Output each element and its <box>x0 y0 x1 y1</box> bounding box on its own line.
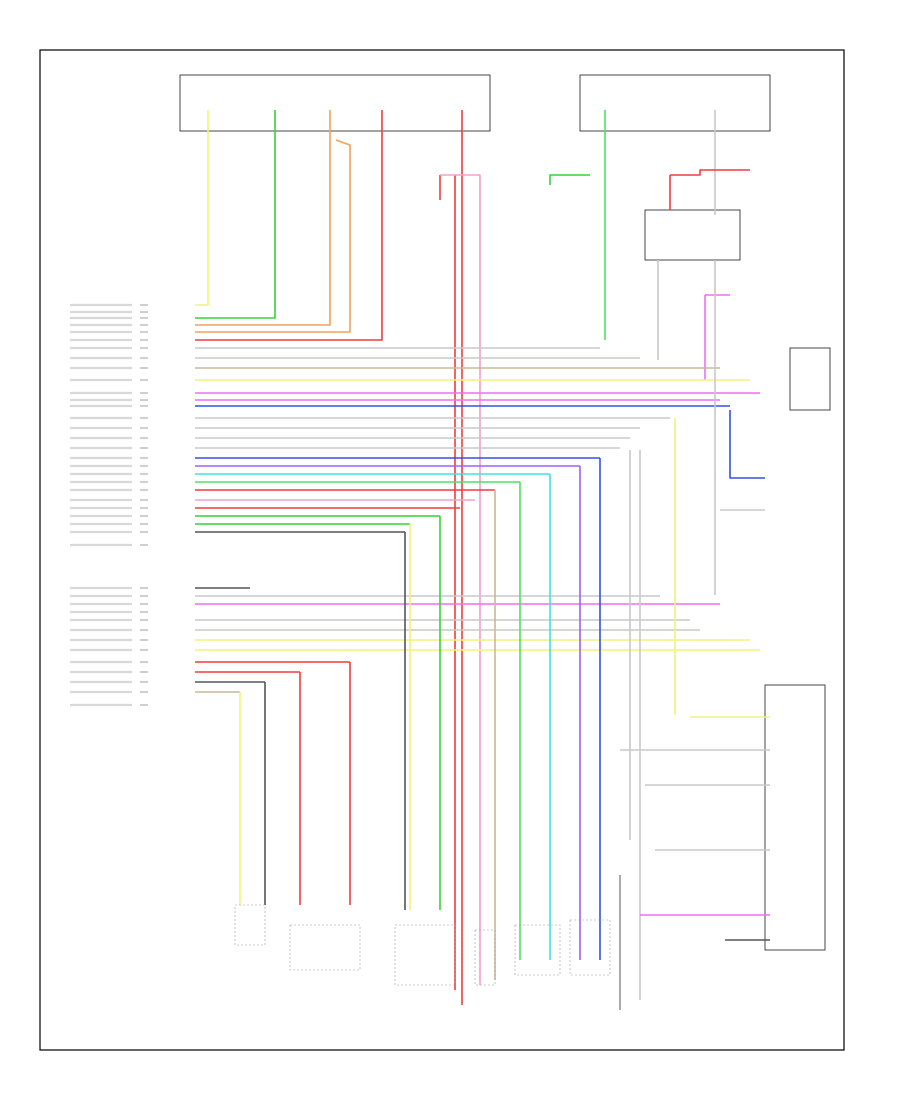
wire-orange-3 <box>195 139 351 333</box>
component-layer <box>234 904 611 986</box>
diagram-frame <box>39 49 845 1051</box>
wire-layer <box>195 110 770 1005</box>
sensor-box-top-right <box>789 347 831 411</box>
wire-blue-63 <box>729 410 765 479</box>
shift-solenoids <box>394 924 456 986</box>
transmission-temp-sensor <box>234 904 266 946</box>
pressure-switch <box>514 924 561 976</box>
wire-lightpink-8 <box>440 174 481 985</box>
relay-box <box>644 209 741 261</box>
fuse-block <box>179 74 491 132</box>
wire-green-1 <box>195 110 276 319</box>
wire-orange-2 <box>195 110 331 326</box>
transmission-component-box <box>764 684 826 951</box>
fuse-block-right <box>579 74 771 132</box>
pressure-control-solenoid <box>289 924 361 971</box>
transmission-range-switch <box>569 919 611 976</box>
pin-layer <box>70 303 148 707</box>
wire-yellow-0 <box>195 110 209 306</box>
wire-green-10 <box>549 174 590 185</box>
wire-red-4 <box>195 110 383 341</box>
wire-red-12 <box>670 169 750 176</box>
tcc-solenoid <box>474 929 496 986</box>
